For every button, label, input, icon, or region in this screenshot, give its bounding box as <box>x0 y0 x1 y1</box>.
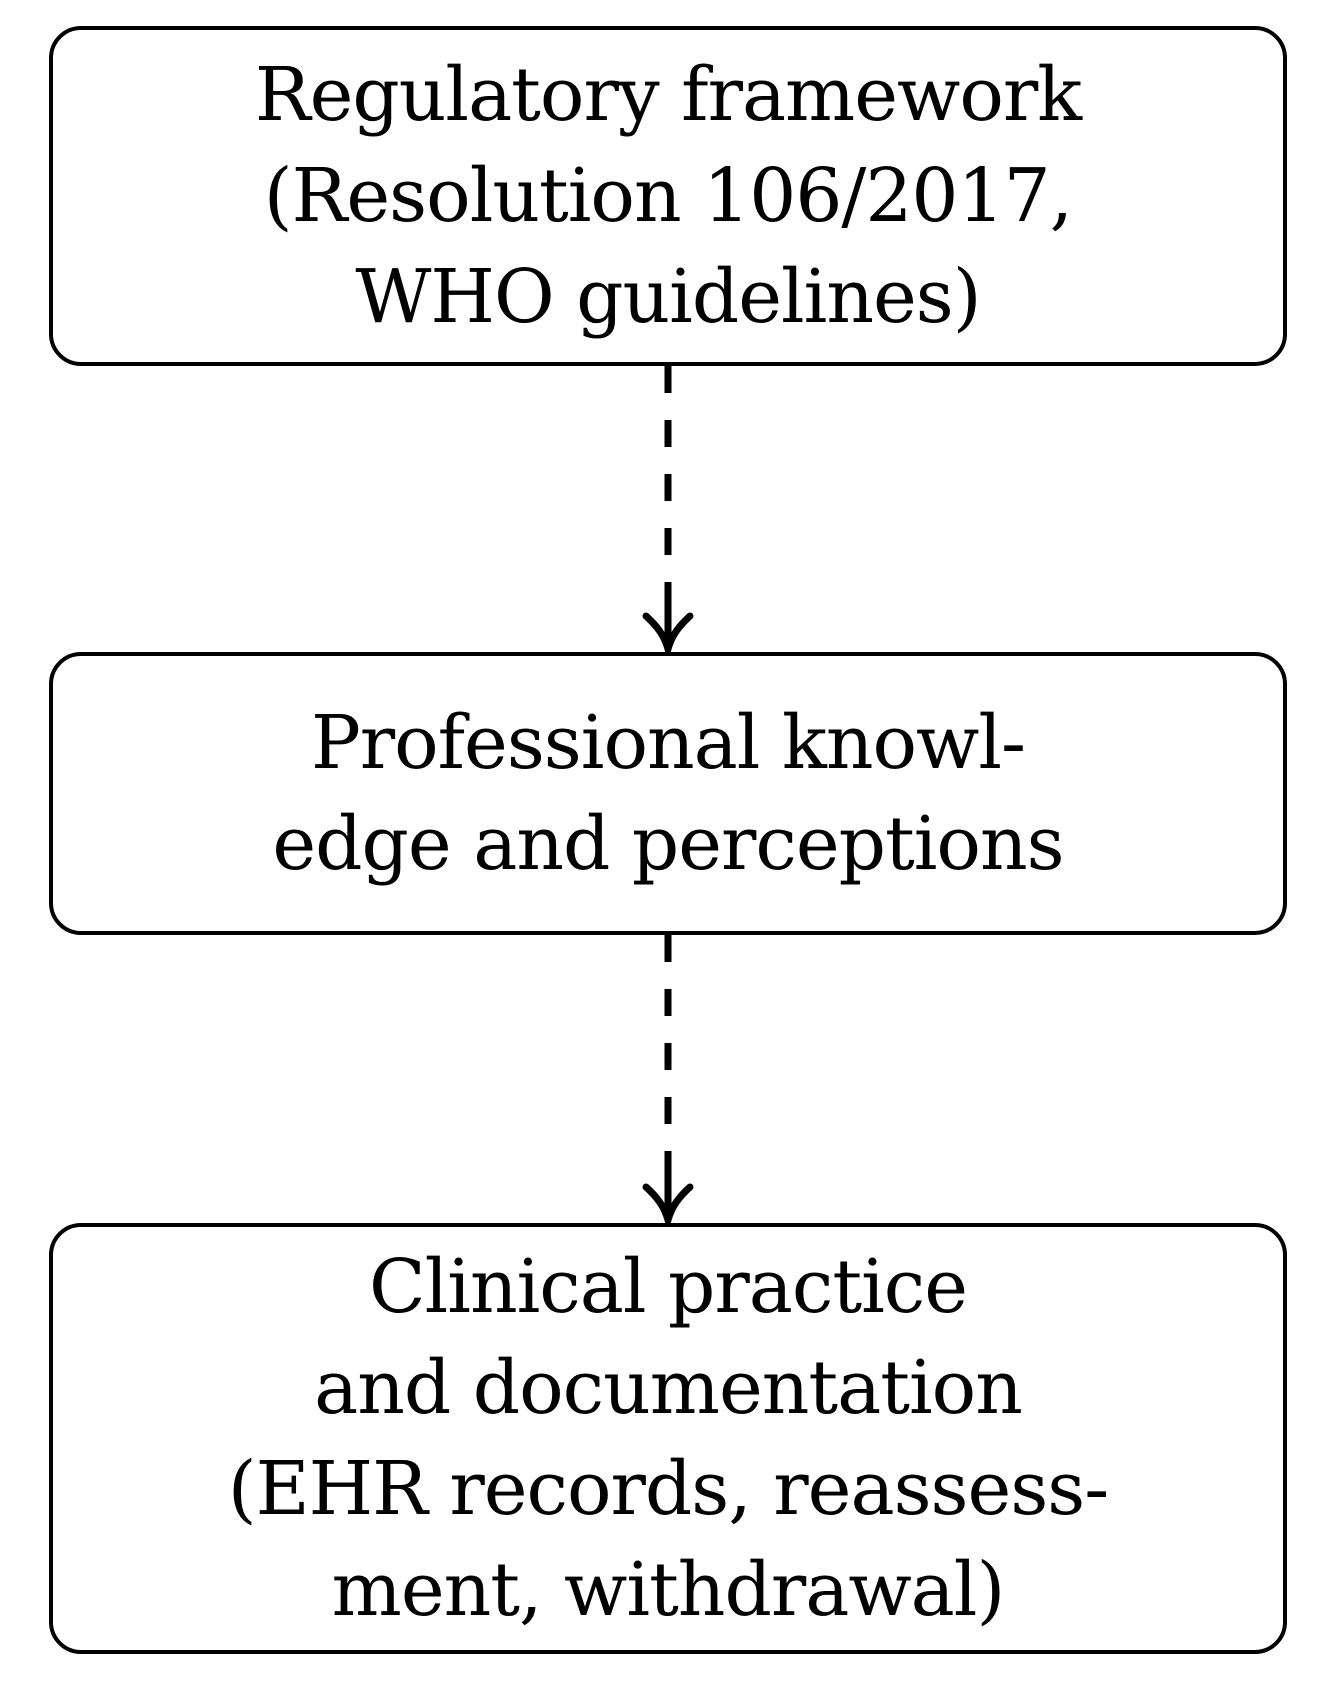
node-text-line: WHO guidelines) <box>355 253 981 340</box>
node-regulatory-framework: Regulatory framework (Resolution 106/201… <box>49 26 1287 366</box>
node-text-line: edge and perceptions <box>272 800 1064 887</box>
node-text-line: Clinical practice <box>369 1243 968 1330</box>
node-clinical-practice: Clinical practice and documentation (EHR… <box>49 1223 1287 1654</box>
node-text-line: (Resolution 106/2017, <box>263 152 1073 239</box>
node-text-line: and documentation <box>314 1344 1023 1431</box>
node-text-line: (EHR records, reassess- <box>227 1445 1110 1532</box>
dashed-arrow-connector <box>642 366 694 652</box>
node-professional-knowledge: Professional knowl- edge and perceptions <box>49 652 1287 935</box>
node-text-line: Regulatory framework <box>254 51 1082 138</box>
dashed-arrow-connector <box>642 935 694 1223</box>
node-text-line: ment, withdrawal) <box>331 1546 1006 1633</box>
node-text-line: Professional knowl- <box>310 699 1026 786</box>
arrowhead-down-icon <box>642 612 694 652</box>
arrowhead-down-icon <box>642 1183 694 1223</box>
